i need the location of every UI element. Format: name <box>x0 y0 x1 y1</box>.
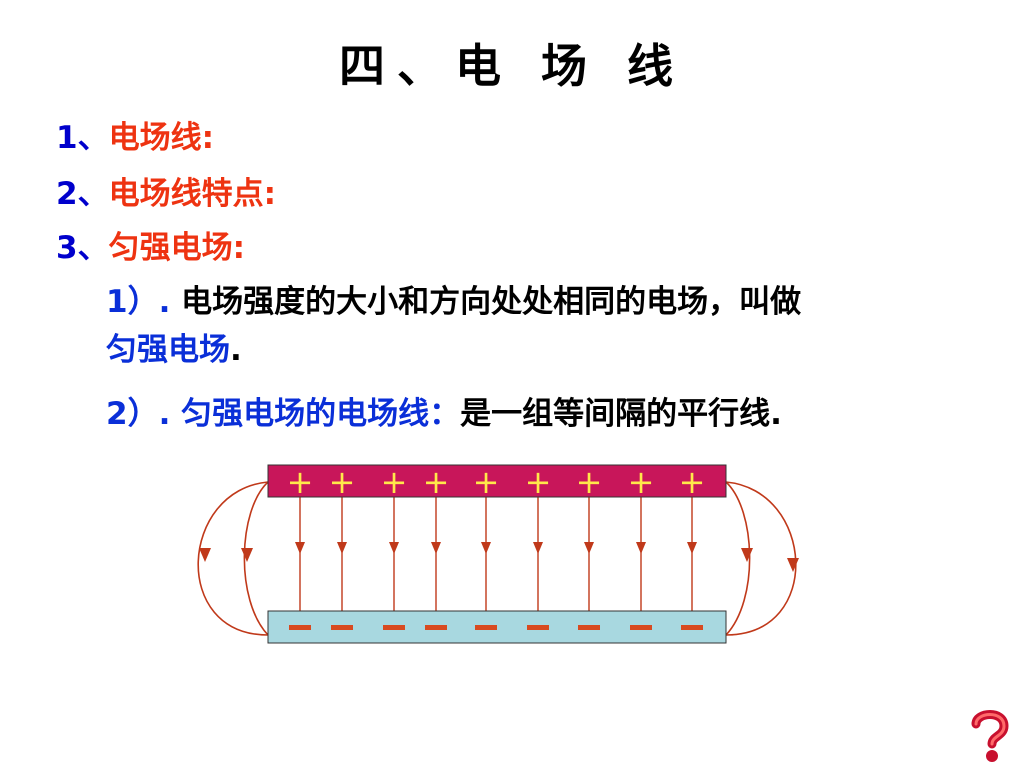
fringe-arrow-left-outer <box>199 548 211 562</box>
fringe-arrow-left-inner <box>241 548 253 562</box>
item-2-label: 电场线特点: <box>108 176 276 212</box>
minus-sign <box>425 625 447 630</box>
plus-sign: + <box>423 463 450 501</box>
positive-charge-signs: + + + + + + + + + <box>287 463 706 501</box>
sub-item-2-term: 匀强电场的电场线： <box>170 396 461 432</box>
negative-charge-signs <box>289 625 703 630</box>
plus-sign: + <box>679 463 706 501</box>
sub-item-1-text: 电场强度的大小和方向处处相同的电场，叫做 <box>170 284 802 320</box>
positive-plate <box>267 464 727 498</box>
field-line-arrow <box>431 542 441 554</box>
minus-sign <box>475 625 497 630</box>
field-line-arrow <box>389 542 399 554</box>
minus-sign <box>527 625 549 630</box>
field-line-arrow <box>584 542 594 554</box>
sub-item-1-term: 匀强电场 <box>106 332 230 368</box>
minus-sign <box>578 625 600 630</box>
help-question-icon[interactable] <box>966 708 1014 764</box>
sub-item-2-number: 2）. <box>106 396 171 432</box>
item-2-number: 2、 <box>56 176 109 212</box>
sub-item-2-text: 是一组等间隔的平行线. <box>460 396 782 432</box>
minus-sign <box>681 625 703 630</box>
minus-sign <box>289 625 311 630</box>
field-line-arrow <box>636 542 646 554</box>
uniform-field-diagram: + + + + + + + + + <box>197 463 799 644</box>
plus-sign: + <box>628 463 655 501</box>
sub-item-1-end: . <box>230 332 242 368</box>
sub-item-1-continued: 匀强电场. <box>106 324 242 369</box>
item-1-label: 电场线: <box>108 120 214 156</box>
item-1-number: 1、 <box>56 120 109 156</box>
sub-item-1-number: 1）. <box>106 284 171 320</box>
field-line-arrow <box>687 542 697 554</box>
item-3: 3、匀强电场: <box>56 222 245 267</box>
field-line-arrow <box>337 542 347 554</box>
fringe-arrow-right-outer <box>787 558 799 572</box>
plus-sign: + <box>329 463 356 501</box>
fringe-line-right-outer <box>725 481 797 636</box>
minus-sign <box>383 625 405 630</box>
plus-sign: + <box>287 463 314 501</box>
fringe-line-left-outer <box>197 481 269 636</box>
plus-sign: + <box>576 463 603 501</box>
minus-sign <box>630 625 652 630</box>
uniform-field-lines <box>295 497 697 611</box>
minus-sign <box>331 625 353 630</box>
field-line-arrow <box>481 542 491 554</box>
fringe-arrow-right-inner <box>741 548 753 562</box>
field-line-arrow <box>295 542 305 554</box>
plus-sign: + <box>525 463 552 501</box>
plus-sign: + <box>381 463 408 501</box>
item-3-number: 3、 <box>56 230 109 266</box>
plus-sign: + <box>473 463 500 501</box>
item-1: 1、电场线: <box>56 112 214 157</box>
sub-item-1: 1）. 电场强度的大小和方向处处相同的电场，叫做 <box>106 276 801 321</box>
sub-item-2: 2）. 匀强电场的电场线：是一组等间隔的平行线. <box>106 388 782 433</box>
slide-title: 四、电 场 线 <box>338 39 686 93</box>
fringe-field-lines <box>197 481 799 636</box>
field-line-arrow <box>533 542 543 554</box>
item-3-label: 匀强电场: <box>108 230 245 266</box>
item-2: 2、电场线特点: <box>56 168 276 213</box>
